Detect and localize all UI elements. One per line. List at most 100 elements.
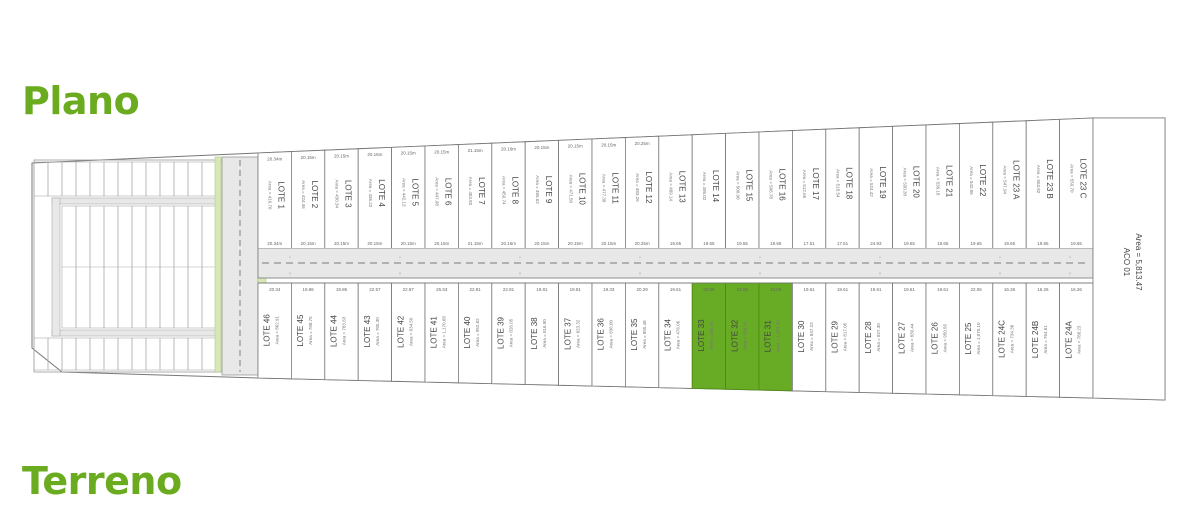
lot-bottom-frontage: 19.61 bbox=[937, 287, 949, 292]
lot-bottom-area: Area = 783.63 bbox=[342, 316, 347, 345]
lot-top-width: 20.15m bbox=[301, 155, 316, 160]
lot-top-label: LOTE 17 bbox=[811, 168, 820, 201]
lot-top-width-front: 20.15m bbox=[301, 241, 316, 246]
road-arrow: ↑ bbox=[879, 271, 881, 276]
lot-top-label: LOTE 9 bbox=[544, 176, 553, 204]
west-lots-south-parcel bbox=[117, 337, 133, 371]
lot-top-area: Area = 536.18 bbox=[936, 167, 941, 196]
west-lots-south-parcel bbox=[187, 337, 203, 371]
lot-bottom-frontage: 22.05 bbox=[737, 287, 749, 292]
lot-top-frontage: 19.65 bbox=[937, 241, 949, 246]
west-lots-north-parcel bbox=[89, 161, 105, 197]
lot-bottom-frontage: 22.81 bbox=[469, 287, 481, 292]
lot-top-area: Area = 459.74 bbox=[502, 176, 507, 205]
lot-top-frontage: 19.65 bbox=[970, 241, 982, 246]
lot-top-frontage: 17.51 bbox=[803, 241, 815, 246]
west-lots-south-parcel bbox=[145, 337, 161, 371]
lot-top-area: Area = 436.22 bbox=[368, 179, 373, 208]
west-lots-north-parcel bbox=[201, 161, 217, 197]
west-block bbox=[33, 156, 267, 376]
west-lots-south-parcel bbox=[131, 337, 147, 371]
lot-top-frontage: 19.65 bbox=[737, 241, 749, 246]
lot-bottom-area: Area = 705.30 bbox=[375, 317, 380, 346]
lot-bottom-frontage: 19.86 bbox=[302, 287, 314, 292]
lot-top-frontage: 17.51 bbox=[837, 241, 849, 246]
lot-bottom-area: Area = 960.91 bbox=[709, 321, 714, 350]
lot-bottom-frontage: 19.81 bbox=[536, 287, 548, 292]
lot-bottom-label: LOTE 28 bbox=[864, 321, 873, 354]
lot-top-label: LOTE 10 bbox=[577, 173, 586, 206]
lot-bottom-frontage: 20.29 bbox=[636, 287, 648, 292]
lot-bottom-frontage: 22.81 bbox=[503, 287, 515, 292]
lot-top-area: Area = 530.30 bbox=[902, 168, 907, 197]
lot-top-area: Area = 506.78 bbox=[769, 170, 774, 199]
lot-bottom-frontage: 19.33 bbox=[603, 287, 615, 292]
lot-top-label: LOTE 23 C bbox=[1078, 158, 1087, 198]
lot-top-area: Area = 465.62 bbox=[535, 175, 540, 204]
west-lots-north-parcel bbox=[117, 161, 133, 197]
lot-top-label: LOTE 11 bbox=[611, 172, 620, 204]
road-arrow: ↓ bbox=[639, 254, 641, 259]
lot-top-frontage: 24.93 bbox=[870, 241, 882, 246]
lot-bottom-label: LOTE 31 bbox=[764, 320, 773, 353]
lot-bottom-area: Area = 1,170.68 bbox=[442, 316, 447, 349]
west-lots-north-parcel bbox=[173, 161, 189, 197]
lot-bottom-label: LOTE 36 bbox=[597, 318, 606, 351]
lot-top-width-front: 20.15m bbox=[367, 241, 382, 246]
lot-top-area: Area = 442.13 bbox=[401, 178, 406, 207]
lot-top-area: Area = 471.50 bbox=[568, 175, 573, 204]
lot-top-label: LOTE 12 bbox=[644, 171, 653, 204]
lot-top-width: 20.25m bbox=[635, 141, 650, 146]
lot-top-width: 20.15m bbox=[401, 151, 416, 156]
west-lots-north-parcel bbox=[47, 161, 63, 197]
lot-bottom-frontage: 16.26 bbox=[1004, 287, 1016, 292]
lot-bottom-area: Area = 788.75 bbox=[308, 316, 313, 345]
road-arrow: ↓ bbox=[519, 254, 521, 259]
road-arrow: ↓ bbox=[999, 254, 1001, 259]
lot-top-frontage: 19.65 bbox=[1004, 241, 1016, 246]
lot-top-width-front: 20.15m bbox=[534, 241, 549, 246]
lot-bottom-area: Area = 998.28 bbox=[742, 321, 747, 350]
lot-top-label: LOTE 6 bbox=[444, 178, 453, 206]
plano-heading: Plano bbox=[22, 79, 140, 123]
lot-top-area: Area = 518.54 bbox=[836, 169, 841, 198]
lot-bottom-label: LOTE 34 bbox=[664, 318, 673, 351]
lot-bottom-area: Area = 862.91 bbox=[275, 316, 280, 345]
lot-top-area: Area = 489.14 bbox=[669, 173, 674, 202]
lot-top-width-front: 20.25m bbox=[635, 241, 650, 246]
west-road-north bbox=[51, 197, 221, 205]
aco-parcel-shape bbox=[1092, 117, 1166, 401]
west-lots-south-parcel bbox=[47, 337, 63, 371]
lot-bottom-area: Area = 1,007.20 bbox=[776, 320, 781, 353]
west-lots-north-parcel bbox=[33, 161, 49, 197]
lot-top-width: 20.15m bbox=[367, 152, 382, 157]
lot-bottom-area: Area = 952.82 bbox=[475, 318, 480, 347]
lot-bottom-label: LOTE 37 bbox=[563, 317, 572, 350]
road-arrow: ↓ bbox=[759, 254, 761, 259]
road-arrow: ↑ bbox=[639, 271, 641, 276]
lot-top-width: 21.15m bbox=[468, 148, 483, 153]
lot-top-width: 20.16m bbox=[501, 147, 516, 152]
west-lots-south-parcel bbox=[61, 337, 77, 371]
lot-top-label: LOTE 2 bbox=[310, 181, 319, 209]
lot-top-label: LOTE 23 B bbox=[1045, 159, 1054, 199]
lot-top-label: LOTE 3 bbox=[344, 180, 353, 208]
lot-top-frontage: 19.65 bbox=[703, 241, 715, 246]
lot-bottom-area: Area = 839.44 bbox=[909, 323, 914, 352]
lot-top-label: LOTE 22 bbox=[978, 164, 987, 197]
west-lots-south-parcel bbox=[75, 337, 91, 371]
lot-bottom-frontage: 19.61 bbox=[904, 287, 916, 292]
lot-bottom-label: LOTE 33 bbox=[697, 319, 706, 352]
lot-bottom-label: LOTE 43 bbox=[363, 315, 372, 348]
main-road: ↓↑↓↑↓↑↓↑↓↑↓↑↓↑↓↑ bbox=[257, 247, 1094, 279]
lot-bottom-frontage: 19.86 bbox=[336, 287, 348, 292]
lot-top-area: Area = 430.34 bbox=[335, 180, 340, 209]
lot-bottom-frontage: 19.81 bbox=[570, 287, 582, 292]
lot-bottom-area: Area = 950.56 bbox=[943, 324, 948, 353]
lot-top-width-front: 21.15m bbox=[468, 241, 483, 246]
lot-top-area: Area = 559.70 bbox=[1069, 164, 1074, 193]
lot-bottom-frontage: 22.05 bbox=[770, 287, 782, 292]
lot-bottom-area: Area = 836.00 bbox=[609, 320, 614, 349]
